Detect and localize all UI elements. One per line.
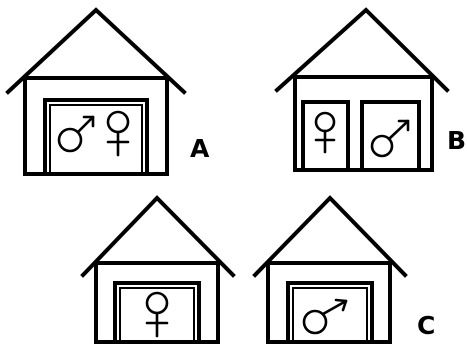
male-symbol-icon [59, 117, 93, 151]
house-a [8, 10, 184, 174]
house-c-right-door-inner [293, 288, 367, 342]
male-symbol-icon [304, 300, 346, 333]
male-symbol-icon [372, 121, 408, 156]
label-c: C [417, 313, 435, 338]
label-a: A [190, 136, 209, 161]
house-a-door-inner [50, 105, 142, 174]
female-symbol-icon [108, 112, 128, 155]
house-c-right-door [288, 283, 372, 342]
female-symbol-icon [147, 293, 167, 336]
label-b: B [447, 128, 466, 153]
house-c-right [255, 198, 405, 342]
female-symbol-icon [316, 113, 334, 152]
house-b [277, 10, 447, 170]
